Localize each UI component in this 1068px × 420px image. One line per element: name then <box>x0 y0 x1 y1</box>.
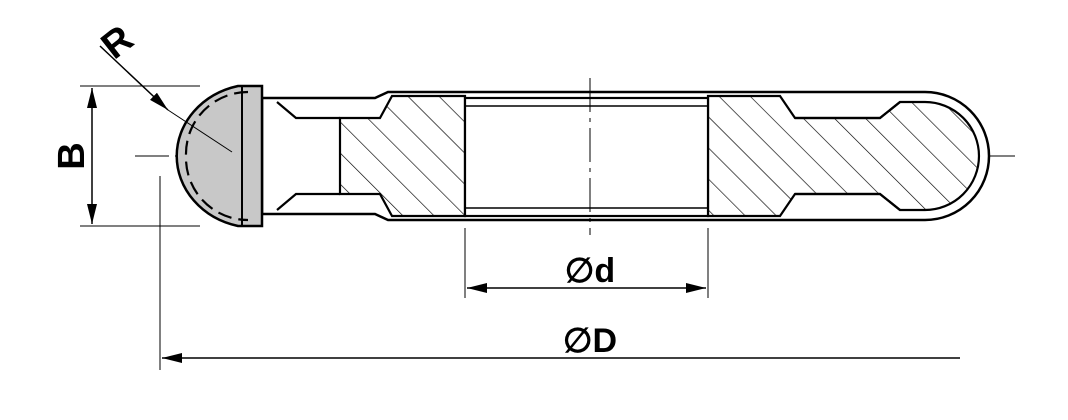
insert-dashed-profile <box>184 90 249 222</box>
width-label: B <box>51 142 93 169</box>
abrasive-insert <box>175 84 264 228</box>
radius-leader <box>99 45 169 111</box>
outer-diameter-label: ∅D <box>563 322 617 360</box>
web-inner-edges <box>276 101 901 211</box>
radius-label: R <box>94 18 141 68</box>
radius-to-center <box>167 109 233 153</box>
hub-section-right <box>706 94 981 218</box>
bore-diameter-label: ∅d <box>565 252 615 290</box>
bore <box>463 96 710 218</box>
